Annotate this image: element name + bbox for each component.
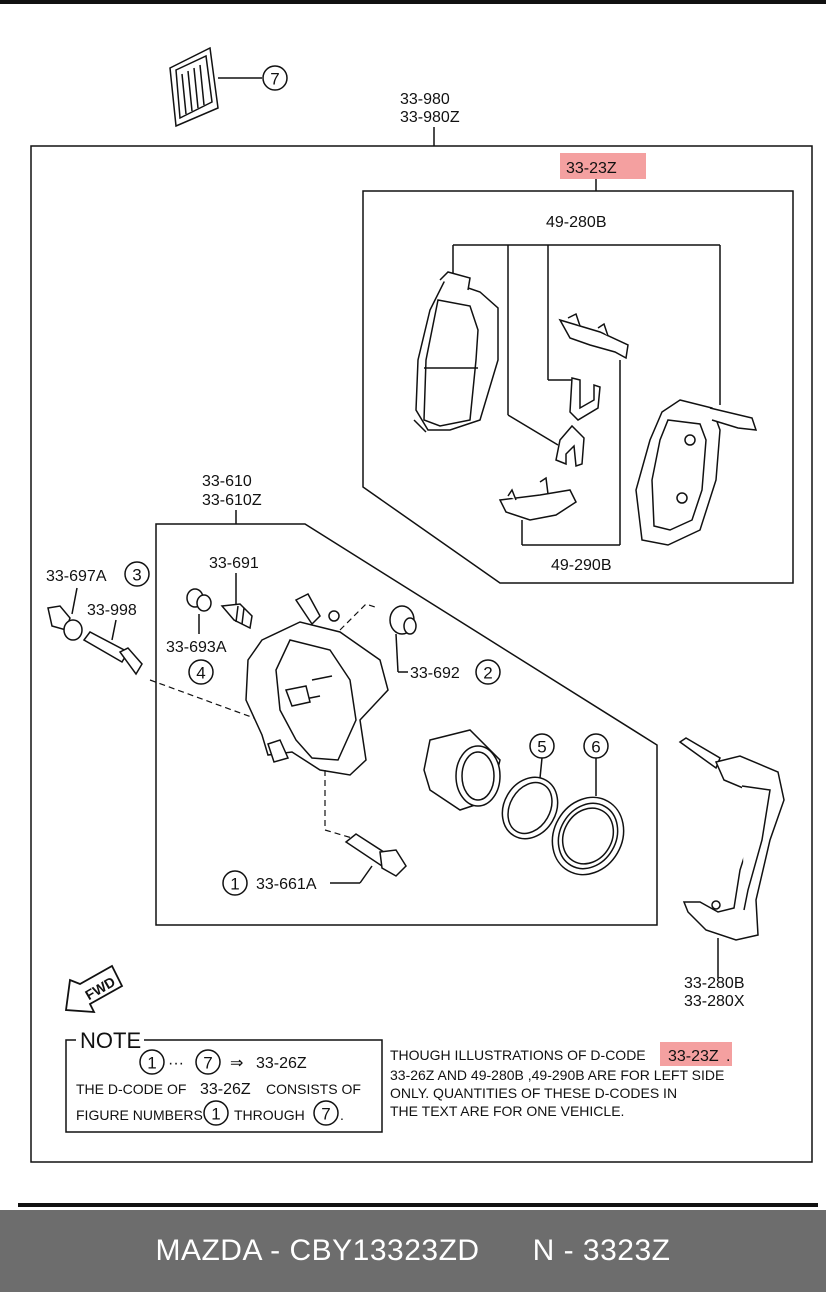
svg-text:6: 6 xyxy=(591,738,600,757)
caliper-code-1: 33-610 xyxy=(202,473,252,490)
bleeder-cap-code: 33-692 xyxy=(410,665,460,682)
callout-2: 2 xyxy=(475,659,501,685)
svg-text:7: 7 xyxy=(270,70,279,89)
cap-code: 33-697A xyxy=(46,568,107,585)
outer-brake-pad xyxy=(635,399,758,546)
svg-text:1: 1 xyxy=(147,1054,156,1073)
svg-text:1: 1 xyxy=(211,1105,220,1124)
svg-text:33-26Z: 33-26Z xyxy=(200,1081,251,1098)
assembly-code-1: 33-980 xyxy=(400,91,450,108)
callout-7: 7 xyxy=(262,65,288,91)
grease-packet xyxy=(169,46,262,128)
svg-text:ONLY. QUANTITIES OF THESE D-CO: ONLY. QUANTITIES OF THESE D-CODES IN xyxy=(390,1085,677,1101)
svg-text:THE TEXT ARE FOR ONE VEHICLE.: THE TEXT ARE FOR ONE VEHICLE. xyxy=(390,1103,624,1119)
svg-text:33-23Z: 33-23Z xyxy=(668,1048,719,1065)
svg-text:7: 7 xyxy=(203,1054,212,1073)
note-box xyxy=(65,1039,383,1133)
anti-rattle-clip-lower xyxy=(555,424,585,468)
callout-5: 5 xyxy=(529,733,555,759)
guide-pin xyxy=(82,631,143,676)
piston xyxy=(423,729,501,811)
note-line-2: THE D-CODE OF 33-26Z CONSISTS OF xyxy=(76,1081,361,1098)
bracket-code-1: 33-280B xyxy=(684,975,745,992)
caliper-bracket xyxy=(678,737,785,941)
note-range-line: 1 ··· 7 ⇒ 33-26Z xyxy=(139,1049,307,1075)
sleeve-part xyxy=(186,588,212,612)
bleeder-screw xyxy=(220,603,253,630)
svg-text:33-26Z: 33-26Z xyxy=(256,1055,307,1072)
remark-text: THOUGH ILLUSTRATIONS OF D-CODE 33-23Z . … xyxy=(390,1042,732,1119)
svg-text:5: 5 xyxy=(537,738,546,757)
footer-reference: N - 3323Z xyxy=(532,1234,671,1267)
caliper-box xyxy=(155,523,658,926)
svg-text:CONSISTS OF: CONSISTS OF xyxy=(266,1081,361,1097)
note-title: NOTE xyxy=(80,1028,141,1053)
lower-guide-pin xyxy=(344,833,407,877)
remark-highlight xyxy=(660,1042,732,1066)
caliper-code-2: 33-610Z xyxy=(202,492,262,509)
guide-pin-code: 33-998 xyxy=(87,602,137,619)
pad-kit-box xyxy=(362,190,794,584)
shim-code-bottom: 49-290B xyxy=(551,557,612,574)
bracket-code-2: 33-280X xyxy=(684,993,745,1010)
callout-6: 6 xyxy=(583,733,609,759)
pad-kit-highlight xyxy=(560,153,646,179)
lower-shim xyxy=(498,476,577,521)
footer-bar: MAZDA - CBY13323ZD N - 3323Z xyxy=(0,1210,826,1292)
assembly-code-2: 33-980Z xyxy=(400,109,460,126)
sleeve-code: 33-693A xyxy=(166,639,227,656)
svg-text:3: 3 xyxy=(132,566,141,585)
dust-cap xyxy=(47,605,83,641)
bleeder-cap xyxy=(389,605,417,635)
svg-text:2: 2 xyxy=(483,664,492,683)
svg-text:⇒: ⇒ xyxy=(230,1055,243,1072)
svg-text:4: 4 xyxy=(196,664,205,683)
upper-shim xyxy=(558,312,629,360)
svg-text:.: . xyxy=(340,1107,344,1123)
svg-text:THROUGH: THROUGH xyxy=(234,1107,305,1123)
svg-text:THOUGH ILLUSTRATIONS OF D-CODE: THOUGH ILLUSTRATIONS OF D-CODE xyxy=(390,1047,646,1063)
lower-pin-code: 33-661A xyxy=(256,876,317,893)
dust-boot xyxy=(551,796,625,876)
shim-code-top: 49-280B xyxy=(546,214,607,231)
svg-text:1: 1 xyxy=(230,875,239,894)
anti-rattle-clip-upper xyxy=(569,377,601,421)
fwd-arrow: FWD xyxy=(64,964,124,1014)
callout-3: 3 xyxy=(124,561,150,587)
note-line-3: FIGURE NUMBERS 1 THROUGH 7 . xyxy=(76,1100,344,1126)
svg-text:FIGURE NUMBERS: FIGURE NUMBERS xyxy=(76,1107,203,1123)
caliper-body xyxy=(245,593,389,776)
main-frame xyxy=(30,145,813,1163)
svg-text:.: . xyxy=(726,1048,730,1065)
svg-text:···: ··· xyxy=(168,1055,184,1072)
piston-seal xyxy=(501,776,559,840)
footer-part-number: MAZDA - CBY13323ZD xyxy=(155,1234,480,1267)
callout-4: 4 xyxy=(188,659,214,685)
top-border xyxy=(0,0,826,4)
pad-kit-code: 33-23Z xyxy=(566,160,617,177)
parts-diagram: 7 33-980 33-980Z 33-23Z 49-280B xyxy=(0,0,826,1207)
svg-text:33-26Z AND 49-280B ,49-290: 33-26Z AND 49-280B ,49-290B ARE FOR LEFT… xyxy=(390,1067,724,1083)
svg-text:7: 7 xyxy=(321,1105,330,1124)
inner-brake-pad xyxy=(413,271,499,433)
bottom-border xyxy=(18,1203,818,1207)
bolt-code: 33-691 xyxy=(209,555,259,572)
callout-1: 1 xyxy=(222,870,248,896)
svg-text:THE D-CODE OF: THE D-CODE OF xyxy=(76,1081,186,1097)
